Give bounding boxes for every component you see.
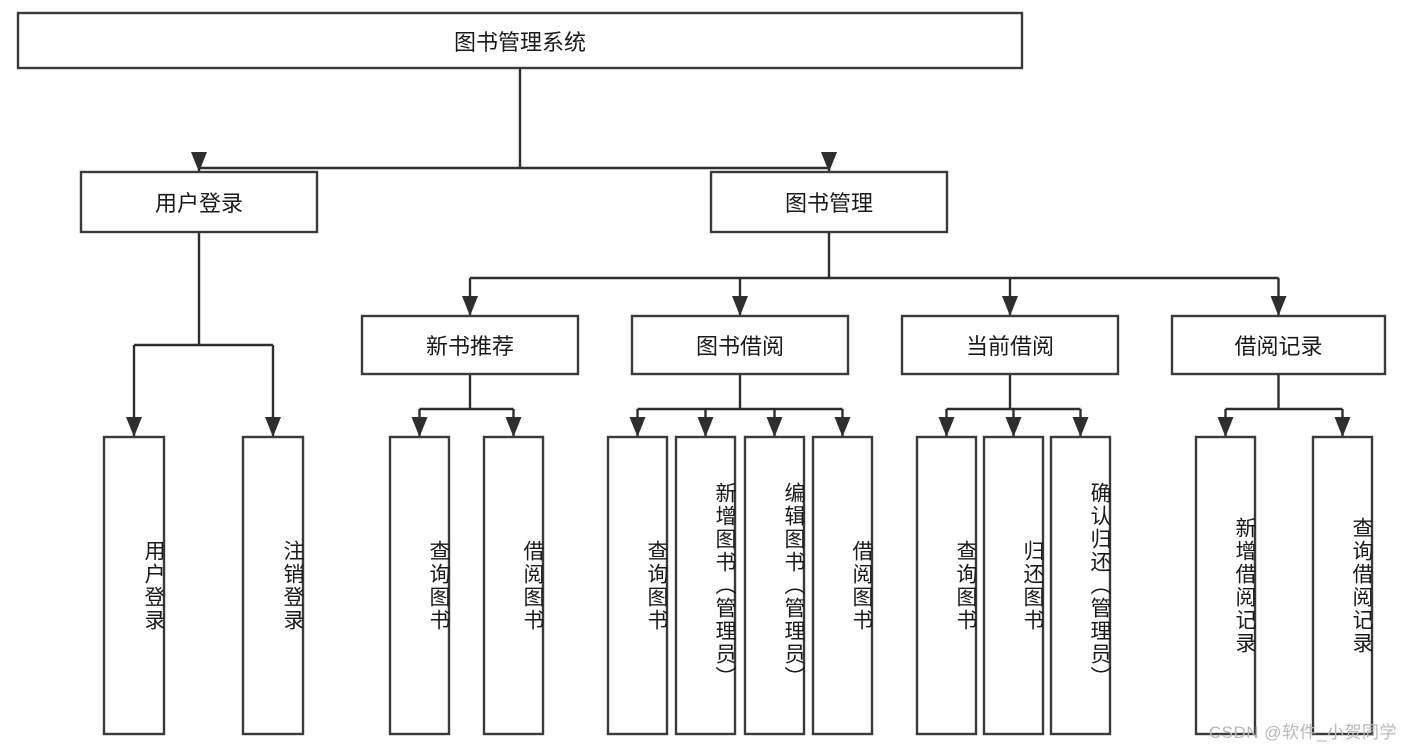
connector-arrow-icon	[629, 417, 646, 437]
connector-arrow-icon	[1334, 417, 1351, 437]
boxes-layer	[16, 11, 1387, 736]
node-box-user-logout-leaf[interactable]	[241, 435, 305, 736]
node-box-current-borrow[interactable]	[900, 314, 1120, 376]
connector-arrow-icon	[505, 417, 522, 437]
connector-arrow-icon	[834, 417, 851, 437]
connector-arrow-icon	[732, 296, 748, 316]
connector-arrow-icon	[462, 296, 478, 316]
node-box-borrow-record[interactable]	[1170, 314, 1387, 376]
connector-arrow-icon	[191, 152, 207, 172]
connector-arrow-icon	[1072, 417, 1089, 437]
connector-arrow-icon	[1005, 417, 1022, 437]
node-box-root[interactable]	[16, 11, 1024, 70]
node-box-query-book-3[interactable]	[915, 435, 978, 736]
node-box-query-book-1[interactable]	[388, 435, 451, 736]
node-box-book-borrow[interactable]	[630, 314, 850, 376]
connector-arrow-icon	[766, 417, 783, 437]
node-box-user-login-leaf[interactable]	[102, 435, 166, 736]
connector-arrow-icon	[126, 417, 142, 437]
node-box-add-borrow-record[interactable]	[1194, 435, 1257, 736]
node-box-query-book-2[interactable]	[606, 435, 669, 736]
connectors-layer	[126, 68, 1351, 437]
node-box-return-book[interactable]	[982, 435, 1045, 736]
node-box-borrow-book-2[interactable]	[811, 435, 874, 736]
node-box-book-management[interactable]	[709, 170, 949, 234]
connector-arrow-icon	[938, 417, 955, 437]
connector-arrow-icon	[1217, 417, 1234, 437]
connector-arrow-icon	[265, 417, 281, 437]
node-box-edit-book-admin[interactable]	[743, 435, 806, 736]
node-box-query-borrow-record[interactable]	[1311, 435, 1374, 736]
node-box-user-login[interactable]	[79, 170, 319, 234]
connector-arrow-icon	[1270, 296, 1287, 316]
connector-arrow-icon	[1002, 296, 1018, 316]
connector-arrow-icon	[411, 417, 428, 437]
node-box-new-book-recommend[interactable]	[360, 314, 580, 376]
connector-arrow-icon	[821, 152, 837, 172]
node-box-borrow-book-1[interactable]	[482, 435, 545, 736]
node-box-add-book-admin[interactable]	[674, 435, 737, 736]
connector-arrow-icon	[697, 417, 714, 437]
node-box-confirm-return-admin[interactable]	[1049, 435, 1112, 736]
